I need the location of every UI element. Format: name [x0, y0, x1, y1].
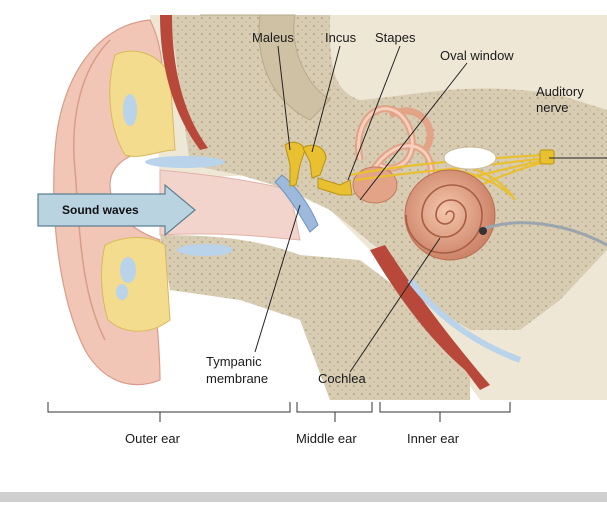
bottom-separator: [0, 492, 607, 502]
cartilage-cell: [123, 94, 137, 126]
region-brackets: [47, 402, 511, 422]
outer-ear-bracket: [47, 402, 291, 422]
incus-label: Incus: [325, 30, 357, 45]
incus-bone: [302, 144, 327, 179]
oval-window-label: Oval window: [440, 48, 514, 63]
cochlea-label: Cochlea: [318, 371, 366, 386]
pinna-fold: [73, 39, 111, 341]
muscle-lower: [370, 245, 490, 390]
middle-ear-label: Middle ear: [296, 431, 357, 446]
inner-ear-label: Inner ear: [407, 431, 460, 446]
outer-ear-label: Outer ear: [125, 431, 181, 446]
sound-waves-arrow: Sound waves: [37, 183, 196, 237]
tympanic-membrane-label-line1: Tympanic: [206, 354, 262, 369]
lower-bone: [160, 235, 470, 400]
stapes-label: Stapes: [375, 30, 416, 45]
auditory-nerve-label-line2: nerve: [536, 100, 569, 115]
ear-canal: [159, 169, 301, 241]
auditory-nerve-stump: [539, 149, 555, 165]
cochlea-shape: [404, 169, 496, 261]
cartilage-lower: [101, 237, 171, 332]
auditory-nerve-label-line1: Auditory: [536, 84, 584, 99]
cartilage-cell: [116, 284, 128, 300]
middle-ear-bracket: [296, 402, 373, 422]
leader-lines: [254, 45, 607, 373]
cartilage-cell: [120, 257, 136, 283]
inner-ear-bracket: [379, 402, 511, 422]
nerve-canal: [443, 146, 497, 170]
cochlear-cable: [479, 221, 607, 247]
tympanic-membrane-label-line2: membrane: [206, 371, 268, 386]
cartilage-cell: [145, 156, 225, 168]
eustachian-tube: [407, 278, 522, 363]
cartilage-cell: [177, 244, 233, 256]
muscle-upper: [160, 15, 208, 150]
malleus-label: Maleus: [252, 30, 294, 45]
cartilage-upper: [109, 50, 176, 157]
sound-waves-label: Sound waves: [62, 203, 139, 217]
stapes-bone: [317, 177, 353, 196]
tympanic-membrane-shape: [274, 174, 319, 233]
upper-bone-ridge: [200, 14, 331, 121]
